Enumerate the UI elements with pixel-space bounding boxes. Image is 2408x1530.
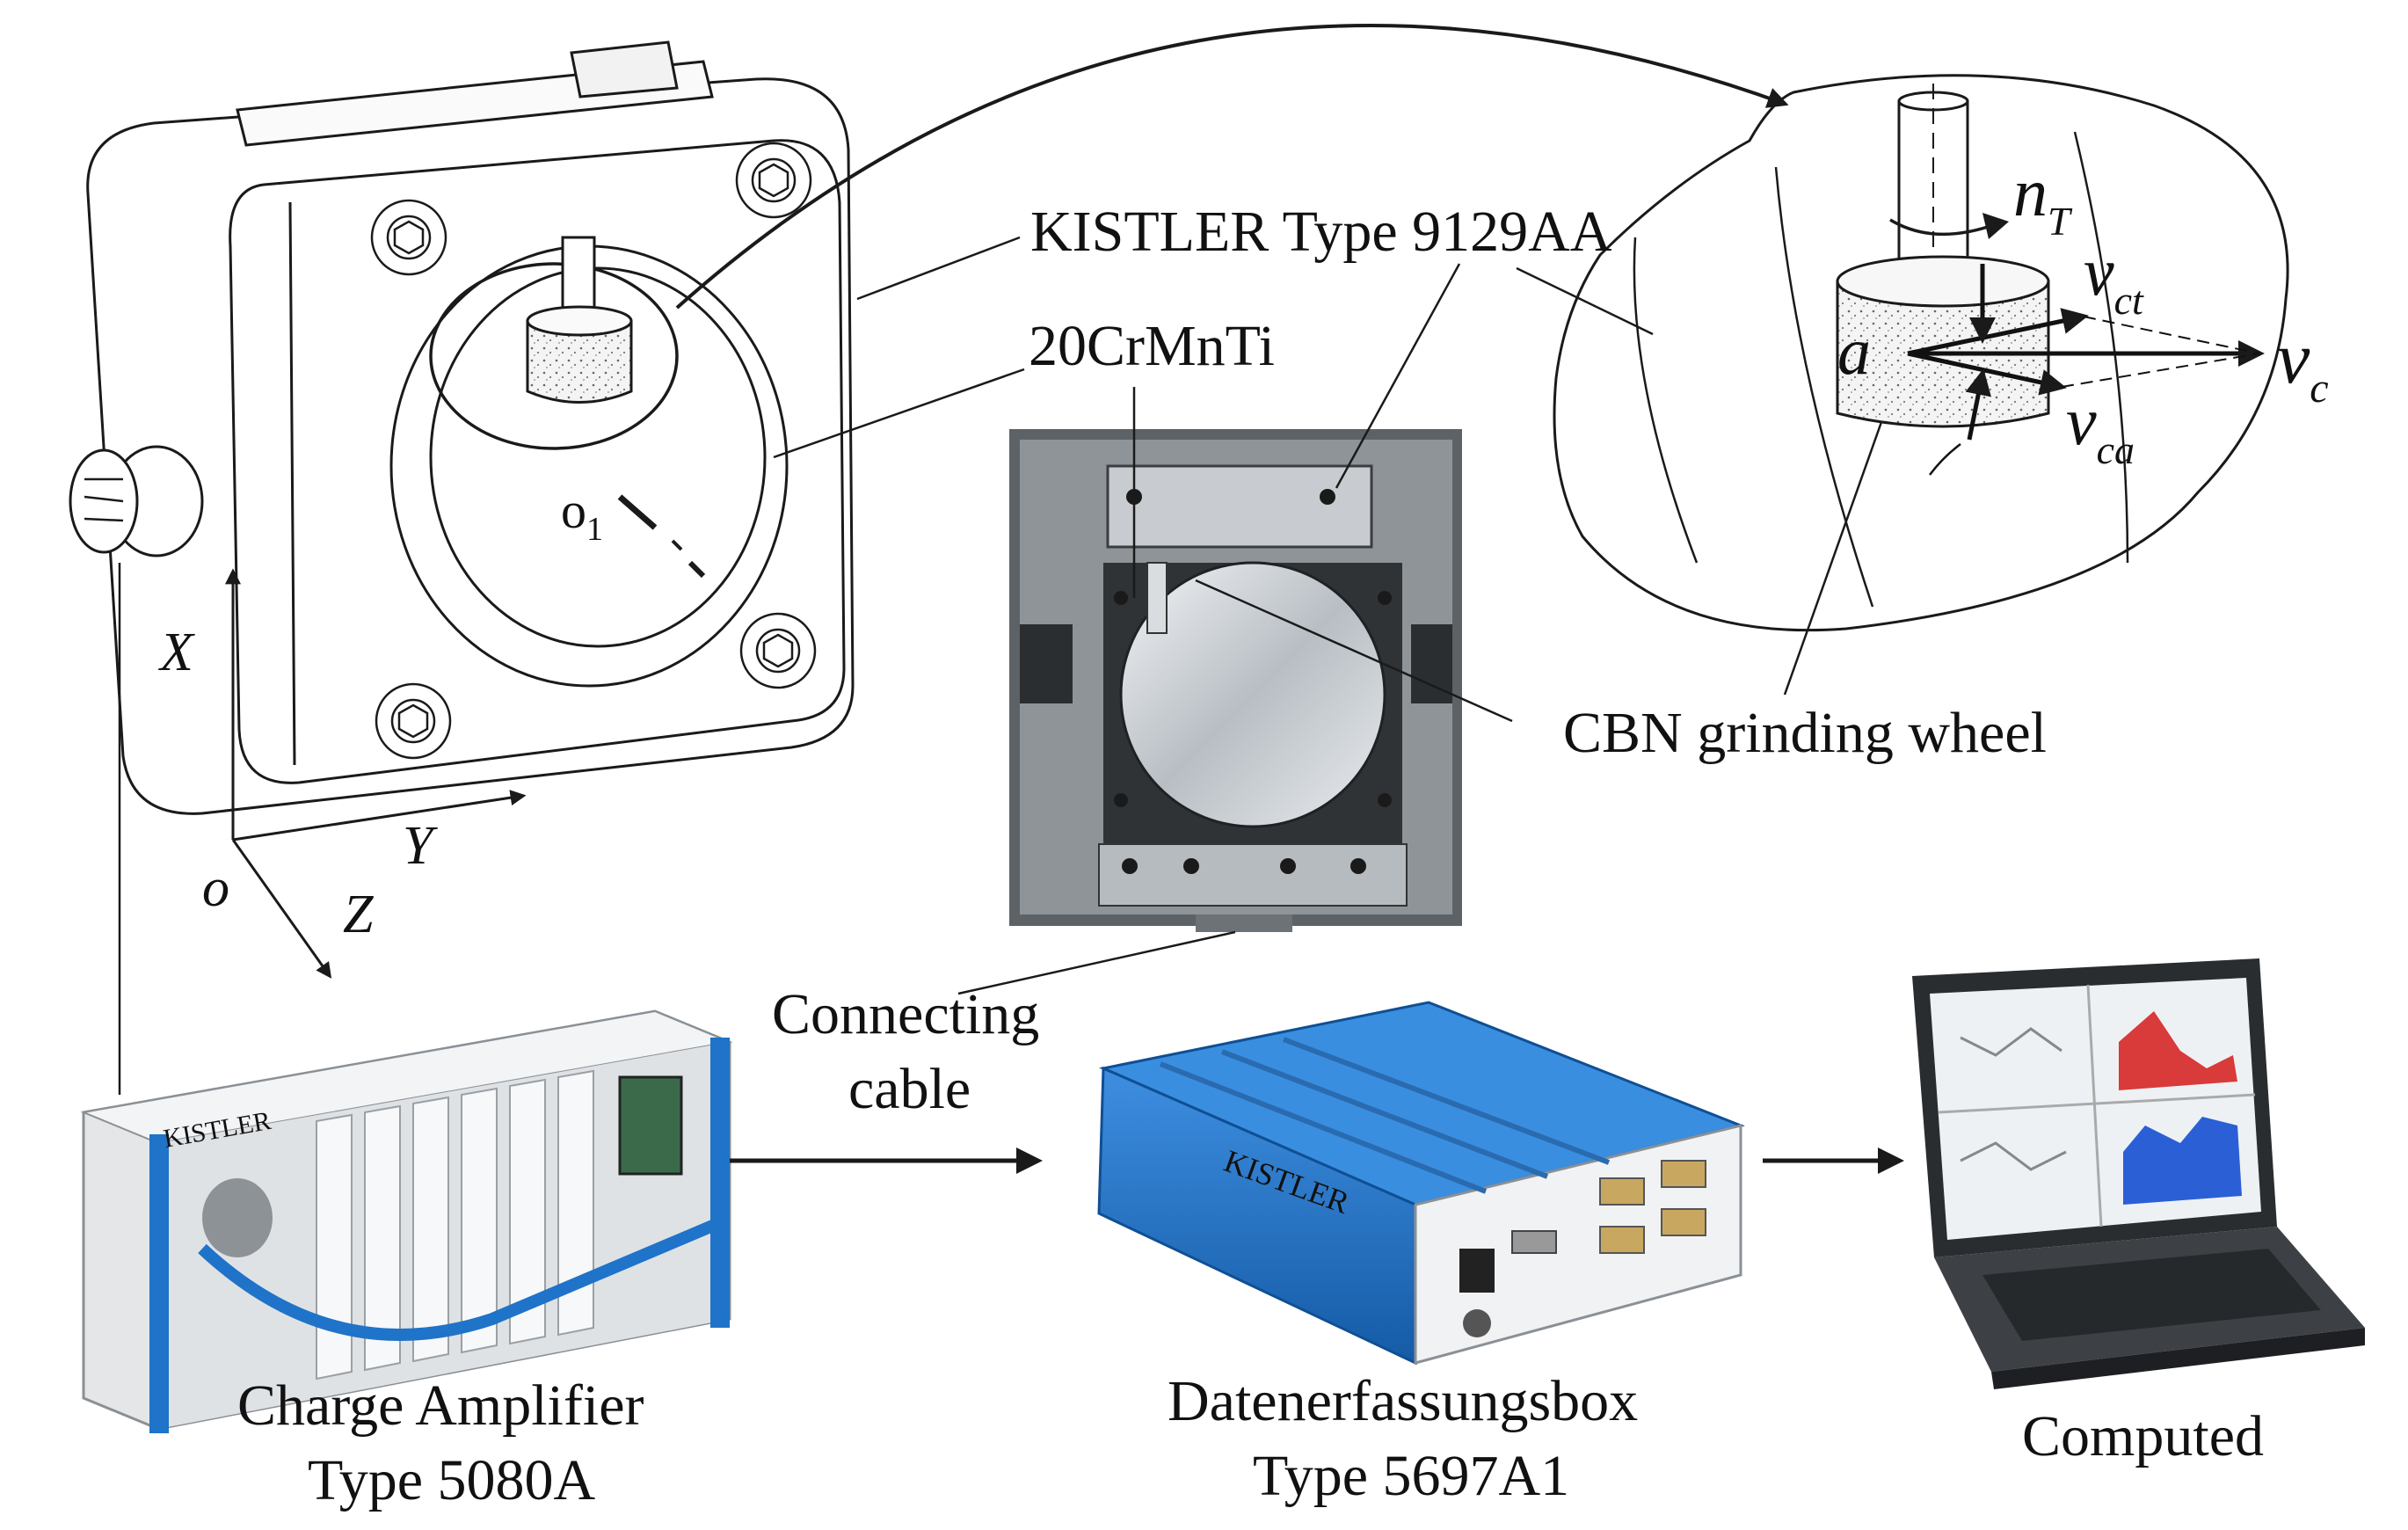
- symbol-n-sub: T: [2048, 199, 2073, 244]
- symbol-vca-sub: ca: [2097, 427, 2135, 472]
- axis-origin-label: o: [202, 858, 229, 918]
- symbol-v-ca: vca: [2066, 382, 2135, 472]
- charge-amplifier-label-2: Type 5080A: [308, 1448, 596, 1512]
- daq-box: KISTLER: [1097, 1001, 1745, 1366]
- dynamometer-drawing: [69, 40, 855, 815]
- center-o-text: o: [561, 482, 586, 539]
- symbol-vct-sub: ct: [2114, 278, 2144, 323]
- workpiece-material-label: 20CrMnTi: [1029, 314, 1275, 378]
- cbn-wheel-label: CBN grinding wheel: [1563, 701, 2047, 765]
- charge-amplifier-label-1: Charge Amplifier: [237, 1373, 644, 1438]
- center-o-sub: 1: [586, 511, 603, 548]
- symbol-n-t: nT: [2013, 154, 2073, 244]
- symbol-v-ct: vct: [2084, 233, 2144, 323]
- symbol-vct-text: v: [2084, 233, 2114, 310]
- leader-lines: [773, 236, 1883, 995]
- symbol-vca-text: v: [2066, 382, 2097, 459]
- setup-photo: [1009, 429, 1462, 932]
- connecting-cable-label-2: cable: [848, 1057, 971, 1121]
- daq-box-label-1: Datenerfassungsbox: [1168, 1369, 1638, 1433]
- axis-x-label: X: [157, 623, 195, 682]
- symbol-vc-text: v: [2277, 317, 2310, 399]
- daq-box-label-2: Type 5697A1: [1253, 1444, 1569, 1508]
- axis-y-label: Y: [403, 816, 438, 876]
- computer-label: Computed: [2022, 1404, 2264, 1468]
- symbol-v-c: vc: [2277, 317, 2329, 412]
- symbol-n-text: n: [2013, 154, 2048, 230]
- connecting-cable-label-1: Connecting: [772, 982, 1039, 1046]
- symbol-vc-sub: c: [2310, 365, 2328, 412]
- bolt-icons: [370, 142, 817, 760]
- coordinate-axes: [118, 563, 527, 1095]
- kistler-type-label: KISTLER Type 9129AA: [1030, 200, 1612, 264]
- zoom-arc-arrow: [675, 24, 1789, 310]
- velocity-vectors: [1907, 264, 2265, 476]
- symbol-a: a: [1837, 315, 1871, 389]
- laptop: [1912, 958, 2365, 1389]
- charge-amplifier: KISTLER: [80, 1009, 733, 1433]
- axis-z-label: Z: [343, 885, 374, 944]
- center-o1-label: o1: [561, 482, 603, 548]
